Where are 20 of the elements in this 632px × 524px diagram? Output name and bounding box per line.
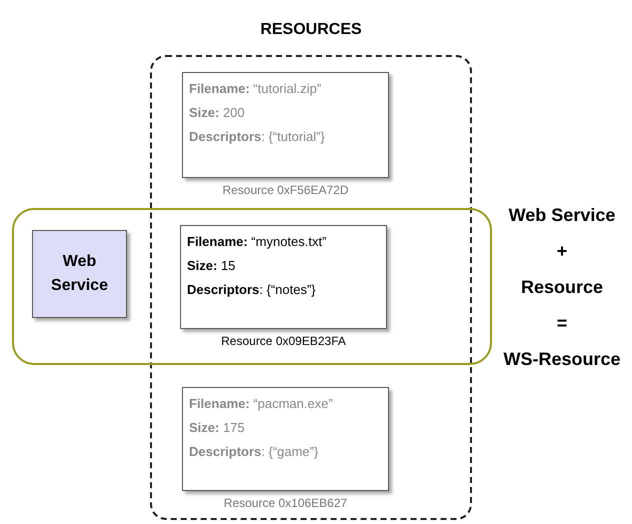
resource-caption: Resource 0x106EB627: [222, 496, 348, 510]
property-text: Descriptors: {“tutorial”}: [189, 129, 326, 144]
property-text: Size: 175: [189, 420, 246, 435]
equation-text: =: [556, 313, 568, 334]
service-box: Web Service: [32, 230, 127, 318]
property-text: Descriptors: {“notes”}: [187, 282, 317, 297]
property-text: Size: 15: [187, 258, 236, 273]
equation-text: +: [556, 241, 568, 262]
equation-text: Web Service: [508, 205, 616, 226]
property-text: Descriptors: {“game”}: [189, 444, 320, 459]
resource-caption: Resource 0xF56EA72D: [221, 183, 350, 197]
property-text: Filename: “mynotes.txt”: [187, 234, 328, 249]
group-title: RESOURCES: [259, 21, 363, 39]
equation-text: Resource: [520, 277, 604, 298]
property-text: Filename: “pacman.exe”: [189, 396, 334, 411]
property-text: Filename: “tutorial.zip”: [189, 81, 322, 96]
resource-caption: Resource 0x09EB23FA: [220, 334, 347, 348]
equation-text: WS-Resource: [502, 349, 622, 370]
property-text: Size: 200: [189, 105, 246, 120]
rounded-outline: [12, 208, 492, 365]
